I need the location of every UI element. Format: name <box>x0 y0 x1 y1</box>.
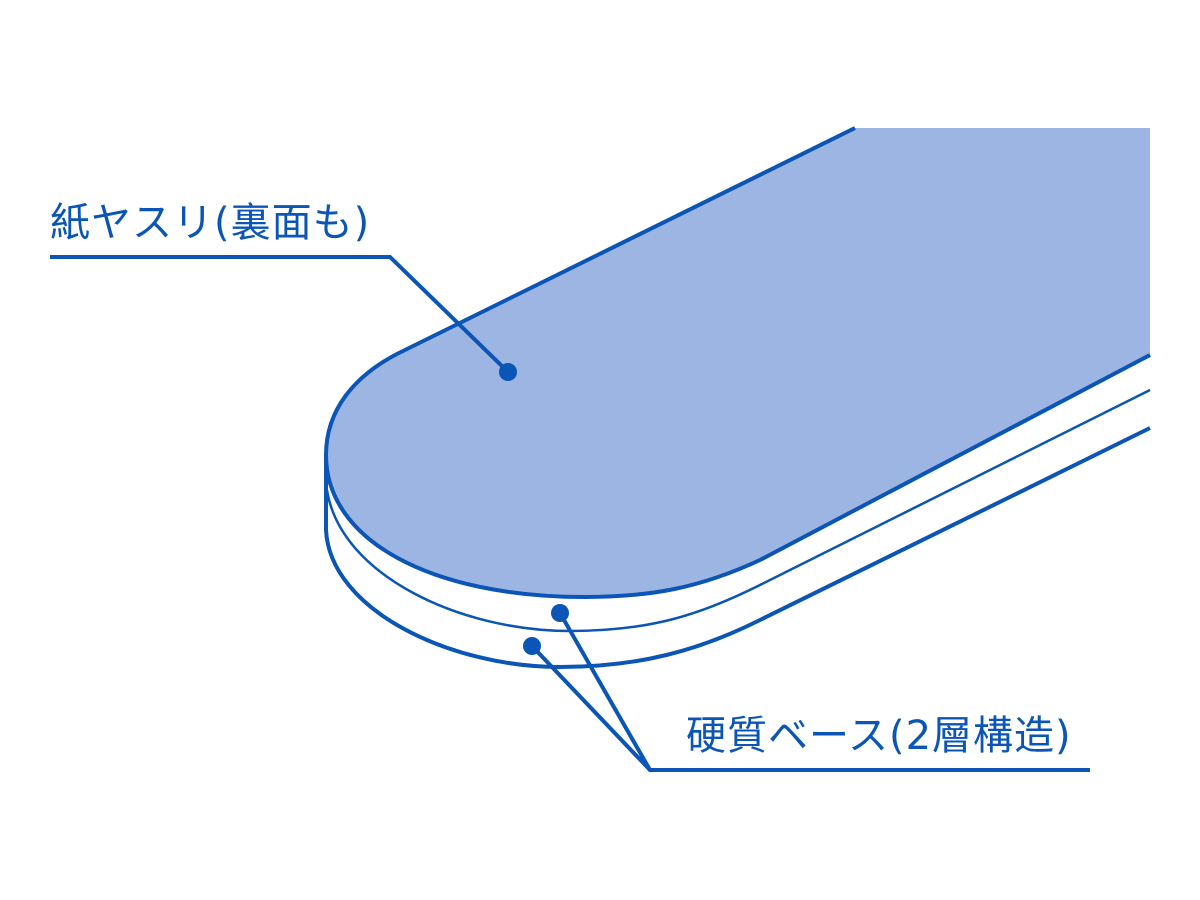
base-lower-dot <box>523 637 541 655</box>
base-label-leader-2 <box>530 644 652 772</box>
top-label-dot <box>499 363 517 381</box>
top-label-leader <box>50 255 510 374</box>
base-layer-label: 硬質ベース(2層構造) <box>686 713 1072 759</box>
top-layer-label: 紙ヤスリ(裏面も) <box>50 200 371 246</box>
base-upper-dot <box>551 604 569 622</box>
sandpaper-outline <box>323 126 1151 600</box>
sandpaper-top-face <box>326 128 1150 597</box>
base-middle-line <box>325 388 1151 633</box>
